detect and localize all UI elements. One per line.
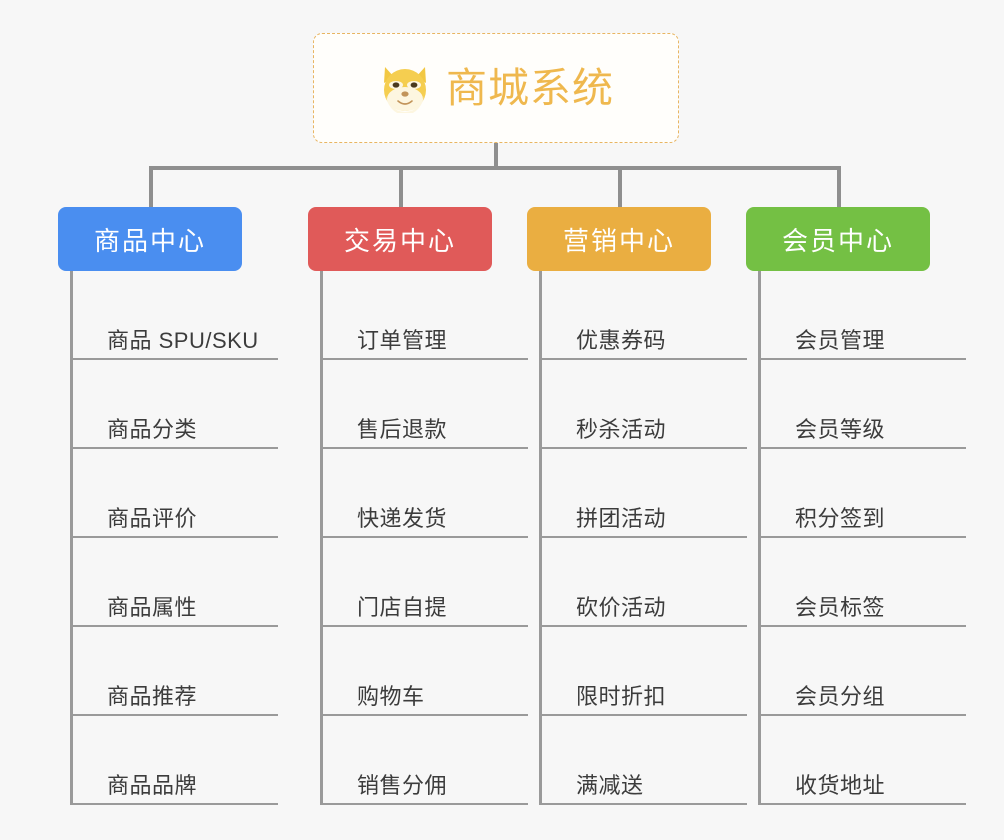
category-column-3: 营销中心 优惠券码 秒杀活动 拼团活动 砍价活动 限时折扣 满减送 [527,207,747,805]
leaf-label: 拼团活动 [576,505,667,531]
category-header-4[interactable]: 会员中心 [746,207,930,271]
leaf-item[interactable]: 会员标签 [761,538,966,627]
leaf-list-2: 订单管理 售后退款 快递发货 门店自提 购物车 销售分佣 [320,271,528,805]
shiba-dog-icon [384,67,426,113]
leaf-item[interactable]: 收货地址 [761,716,966,805]
leaf-label: 满减送 [576,772,644,798]
leaf-item[interactable]: 售后退款 [323,360,528,449]
leaf-label: 会员管理 [795,327,886,353]
leaf-label: 商品 SPU/SKU [107,327,259,353]
leaf-list-1: 商品 SPU/SKU 商品分类 商品评价 商品属性 商品推荐 商品品牌 [70,271,278,805]
leaf-item[interactable]: 销售分佣 [323,716,528,805]
leaf-label: 砍价活动 [576,594,667,620]
leaf-label: 限时折扣 [576,683,667,709]
leaf-item[interactable]: 优惠券码 [542,271,747,360]
leaf-item[interactable]: 商品属性 [73,538,278,627]
connector-root-stem [494,143,498,169]
leaf-label: 门店自提 [357,594,448,620]
leaf-label: 商品属性 [107,594,198,620]
leaf-list-4: 会员管理 会员等级 积分签到 会员标签 会员分组 收货地址 [758,271,966,805]
leaf-item[interactable]: 商品推荐 [73,627,278,716]
leaf-label: 秒杀活动 [576,416,667,442]
leaf-item[interactable]: 门店自提 [323,538,528,627]
category-title-2: 交易中心 [343,225,456,256]
leaf-label: 会员标签 [795,594,886,620]
category-header-2[interactable]: 交易中心 [308,207,492,271]
leaf-label: 商品品牌 [107,772,198,798]
connector-drop-4 [837,166,841,209]
category-header-3[interactable]: 营销中心 [527,207,711,271]
leaf-label: 商品推荐 [107,683,198,709]
leaf-label: 订单管理 [357,327,448,353]
connector-drop-3 [618,166,622,209]
category-title-1: 商品中心 [93,225,206,256]
leaf-item[interactable]: 商品 SPU/SKU [73,271,278,360]
leaf-label: 商品分类 [107,416,198,442]
connector-drop-2 [399,166,403,209]
category-header-1[interactable]: 商品中心 [58,207,242,271]
leaf-item[interactable]: 会员管理 [761,271,966,360]
leaf-item[interactable]: 砍价活动 [542,538,747,627]
leaf-item[interactable]: 快递发货 [323,449,528,538]
leaf-item[interactable]: 满减送 [542,716,747,805]
leaf-item[interactable]: 商品分类 [73,360,278,449]
leaf-label: 积分签到 [795,505,886,531]
leaf-label: 购物车 [357,683,425,709]
category-column-2: 交易中心 订单管理 售后退款 快递发货 门店自提 购物车 销售分佣 [308,207,528,805]
leaf-label: 会员等级 [795,416,886,442]
category-column-1: 商品中心 商品 SPU/SKU 商品分类 商品评价 商品属性 商品推荐 商品品牌 [58,207,278,805]
leaf-item[interactable]: 积分签到 [761,449,966,538]
leaf-item[interactable]: 拼团活动 [542,449,747,538]
leaf-label: 收货地址 [795,772,886,798]
category-title-4: 会员中心 [781,225,894,256]
leaf-label: 会员分组 [795,683,886,709]
leaf-item[interactable]: 会员分组 [761,627,966,716]
leaf-label: 优惠券码 [576,327,667,353]
connector-horizontal-bus [149,166,837,170]
connector-drop-1 [149,166,153,209]
leaf-item[interactable]: 限时折扣 [542,627,747,716]
leaf-item[interactable]: 购物车 [323,627,528,716]
leaf-label: 销售分佣 [357,772,448,798]
leaf-item[interactable]: 秒杀活动 [542,360,747,449]
leaf-list-3: 优惠券码 秒杀活动 拼团活动 砍价活动 限时折扣 满减送 [539,271,747,805]
category-column-4: 会员中心 会员管理 会员等级 积分签到 会员标签 会员分组 收货地址 [746,207,966,805]
root-title: 商城系统 [446,64,614,111]
root-node-mall-system[interactable]: 商城系统 [313,33,679,143]
leaf-item[interactable]: 商品评价 [73,449,278,538]
leaf-item[interactable]: 会员等级 [761,360,966,449]
leaf-label: 快递发货 [357,505,448,531]
leaf-label: 商品评价 [107,505,198,531]
leaf-item[interactable]: 商品品牌 [73,716,278,805]
category-title-3: 营销中心 [562,225,675,256]
leaf-label: 售后退款 [357,416,448,442]
leaf-item[interactable]: 订单管理 [323,271,528,360]
